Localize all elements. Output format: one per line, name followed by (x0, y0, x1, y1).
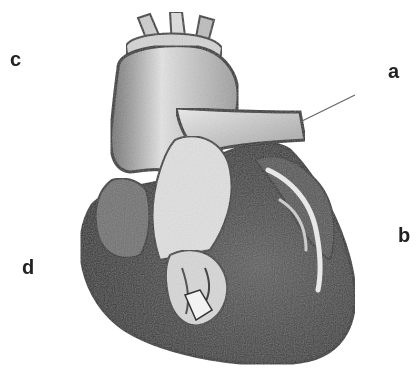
label-a: a (388, 61, 400, 83)
label-d: d (22, 257, 34, 279)
label-b: b (398, 225, 410, 247)
pointer-line-a (300, 95, 355, 122)
label-c: c (10, 49, 21, 71)
right-atrium (96, 178, 150, 257)
